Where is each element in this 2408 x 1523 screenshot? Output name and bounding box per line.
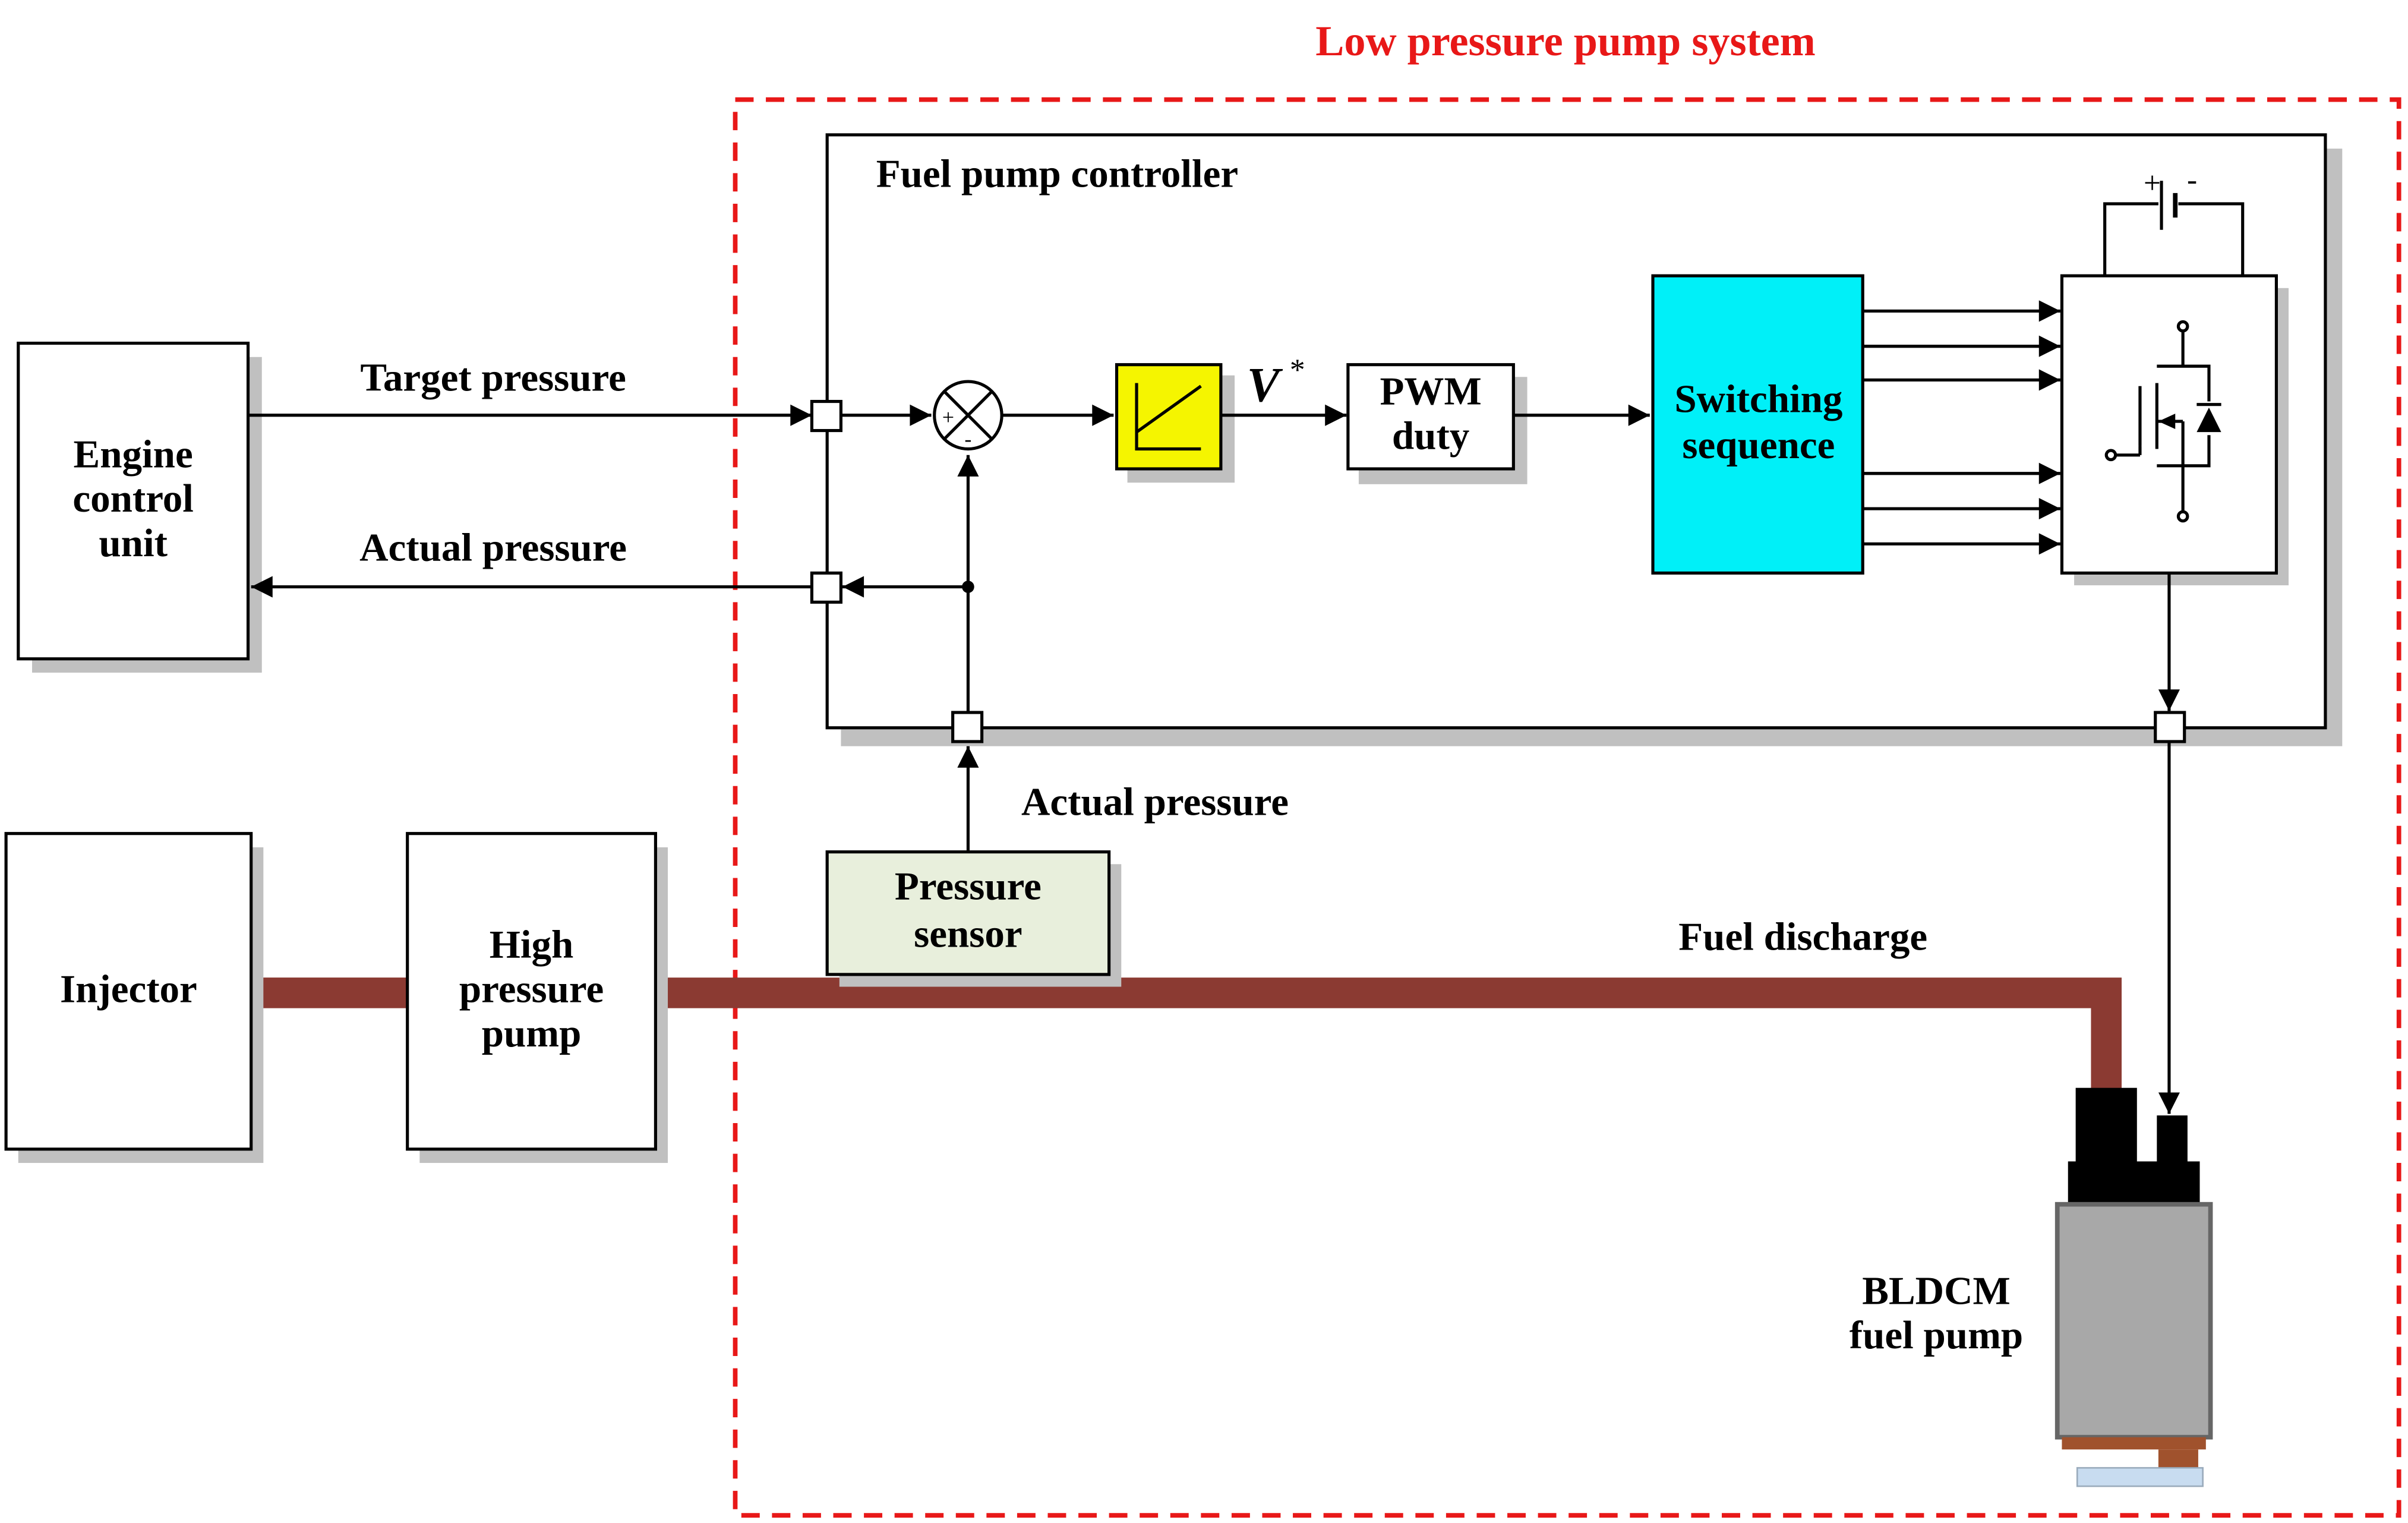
hpp-label-line3: pump: [482, 1011, 582, 1055]
injector-block: Injector: [4, 832, 264, 1163]
pump-label-line1: BLDCM: [1862, 1268, 2011, 1313]
sensor-label-line2: sensor: [914, 911, 1022, 956]
pressure-sensor-block: Pressure sensor: [825, 850, 1122, 987]
vref-superscript: *: [1290, 353, 1305, 387]
high-pressure-pump-block: High pressure pump: [406, 832, 668, 1163]
supply-plus-sign: +: [2144, 166, 2161, 200]
sum-plus-sign: +: [942, 405, 954, 429]
pwm-duty-block: PWM duty: [1346, 363, 1528, 484]
ecu-label-line1: Engine: [74, 431, 193, 476]
pwm-label-line2: duty: [1392, 413, 1469, 458]
pwm-label-line1: PWM: [1380, 369, 1481, 414]
injector-label: Injector: [60, 966, 197, 1011]
fuel-discharge-label: Fuel discharge: [1678, 915, 1927, 959]
fuel-line: [248, 978, 2122, 1091]
engine-control-unit: Engine control unit: [17, 341, 262, 673]
body-diode-icon: [2196, 407, 2221, 433]
mosfet-icon: [2104, 320, 2221, 523]
bldcm-fuel-pump-icon: [2054, 1087, 2213, 1487]
ecu-label-line2: control: [72, 476, 194, 521]
diagram-title: Low pressure pump system: [1315, 17, 1816, 65]
supply-minus-sign: -: [2187, 163, 2197, 197]
low-pressure-system-boundary: [733, 97, 2401, 1518]
mosfet-channel-arrow: [2158, 414, 2176, 429]
hpp-label-line2: pressure: [459, 966, 604, 1011]
inverter-block: + -: [2060, 163, 2289, 585]
summing-junction: + -: [933, 380, 1003, 450]
pi-controller-block: [1115, 363, 1235, 483]
actual-pressure-ecu-label: Actual pressure: [359, 525, 627, 570]
sensor-label-line1: Pressure: [895, 864, 1042, 909]
hpp-label-line1: High: [490, 922, 574, 967]
target-pressure-label: Target pressure: [360, 355, 626, 400]
gate-signal-arrows: [1863, 300, 2060, 555]
controller-label: Fuel pump controller: [876, 152, 1238, 196]
feedback-junction-dot: [962, 581, 974, 593]
switching-label-line2: sequence: [1682, 422, 1835, 467]
actual-pressure-sensor-label: Actual pressure: [1021, 780, 1289, 824]
controller-ports: [810, 399, 2186, 743]
ecu-label-line3: unit: [99, 521, 168, 565]
pump-label-line2: fuel pump: [1850, 1313, 2023, 1357]
switching-label-line1: Switching: [1674, 377, 1842, 421]
switching-sequence-block: Switching sequence: [1651, 274, 1864, 575]
sum-minus-sign: -: [964, 427, 971, 450]
vref-label: V: [1247, 358, 1283, 412]
